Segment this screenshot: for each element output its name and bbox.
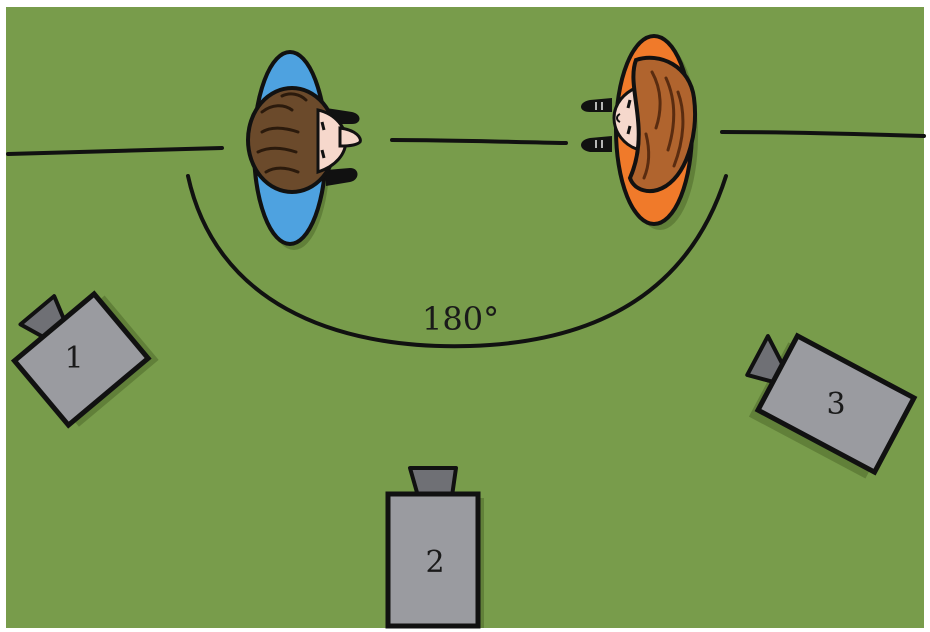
camera-label: 3: [826, 387, 845, 422]
camera-2: 2: [388, 468, 484, 628]
camera-label: 2: [425, 545, 444, 580]
camera-label: 1: [64, 341, 83, 376]
angle-label: 180°: [422, 300, 499, 338]
